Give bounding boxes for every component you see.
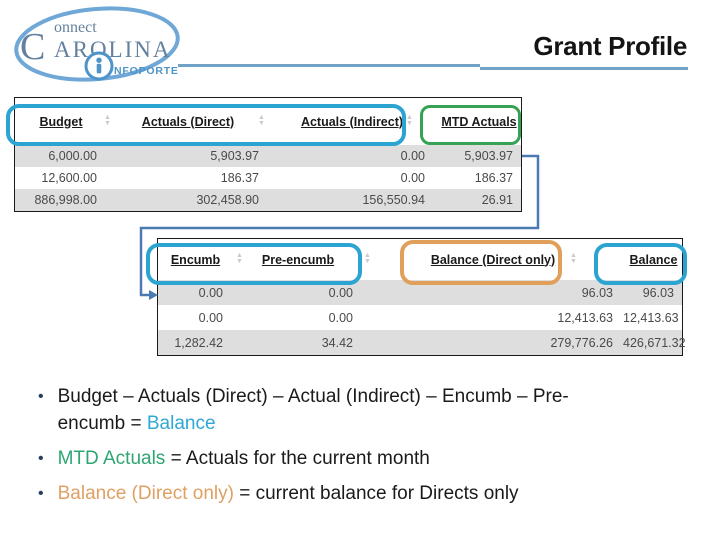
table-row: 0.00 0.00 96.03 96.03 — [158, 280, 682, 305]
infoporte-i-icon — [84, 51, 114, 81]
column-header-mtd-actuals[interactable]: MTD Actuals — [441, 114, 517, 129]
sort-icon[interactable]: ▲▼ — [104, 114, 111, 127]
header-rule-left — [178, 64, 480, 67]
cell: 12,413.63 — [623, 310, 679, 325]
cell: 12,600.00 — [41, 171, 97, 185]
cell: 886,998.00 — [34, 193, 97, 207]
column-header-actuals-direct[interactable]: Actuals (Direct) — [141, 114, 235, 129]
list-item: • Balance (Direct only) = current balanc… — [38, 480, 623, 507]
table-row: 886,998.00 302,458.90 156,550.94 26.91 — [15, 189, 521, 211]
cell: 0.00 — [400, 171, 425, 185]
sort-icon[interactable]: ▲▼ — [236, 252, 243, 265]
sort-icon[interactable]: ▲▼ — [570, 252, 577, 265]
cell: 0.00 — [198, 310, 223, 325]
bullet-segment: Budget – Actuals (Direct) – Actual (Indi… — [57, 386, 569, 434]
bullet-dot: • — [38, 388, 44, 405]
table-row: 6,000.00 5,903.97 0.00 5,903.97 — [15, 145, 521, 167]
cell: 279,776.26 — [550, 335, 613, 350]
cell: 0.00 — [328, 285, 353, 300]
header-rule-right — [480, 67, 688, 70]
bullet-list: • Budget – Actuals (Direct) – Actual (In… — [38, 383, 623, 515]
sort-icon[interactable]: ▲▼ — [406, 114, 413, 127]
column-header-budget[interactable]: Budget — [39, 114, 83, 129]
cell: 0.00 — [328, 310, 353, 325]
cell: 34.42 — [321, 335, 353, 350]
cell: 186.37 — [220, 171, 259, 185]
table-row: 0.00 0.00 12,413.63 12,413.63 — [158, 305, 682, 330]
bullet-segment-balance: Balance — [146, 413, 216, 434]
cell: 0.00 — [198, 285, 223, 300]
bullet-segment: = current balance for Directs only — [233, 483, 519, 504]
cell: 156,550.94 — [362, 193, 425, 207]
cell: 96.03 — [581, 285, 613, 300]
bullet-segment-mtd-actuals: MTD Actuals — [57, 448, 166, 469]
logo-letter-c: C — [20, 26, 45, 68]
bullet-segment-balance-direct-only: Balance (Direct only) — [57, 483, 234, 504]
page-title: Grant Profile — [533, 31, 687, 61]
logo-word-carolina: AROLINA — [54, 37, 172, 62]
cell: 426,671.32 — [623, 335, 686, 350]
bullet-dot: • — [38, 485, 44, 502]
column-header-balance[interactable]: Balance — [629, 252, 678, 267]
table-row: 12,600.00 186.37 0.00 186.37 — [15, 167, 521, 189]
sort-icon[interactable]: ▲▼ — [364, 252, 371, 265]
logo-word-infoporte: NFOPORTE — [114, 65, 179, 77]
cell: 1,282.42 — [174, 335, 223, 350]
cell: 5,903.97 — [210, 149, 259, 163]
column-header-pre-encumb[interactable]: Pre-encumb — [261, 252, 335, 267]
bullet-segment: = Actuals for the current month — [165, 448, 430, 469]
table-row: 1,282.42 34.42 279,776.26 426,671.32 — [158, 330, 686, 355]
sort-icon[interactable]: ▲▼ — [258, 114, 265, 127]
list-item: • Budget – Actuals (Direct) – Actual (In… — [38, 383, 623, 437]
table1-header-row: Budget Actuals (Direct) Actuals (Indirec… — [15, 98, 521, 145]
list-item: • MTD Actuals = Actuals for the current … — [38, 445, 623, 472]
cell: 6,000.00 — [48, 149, 97, 163]
cell: 302,458.90 — [196, 193, 259, 207]
column-header-actuals-indirect[interactable]: Actuals (Indirect) — [300, 114, 404, 129]
budget-actuals-table: Budget Actuals (Direct) Actuals (Indirec… — [14, 97, 522, 212]
cell: 96.03 — [642, 285, 674, 300]
column-header-encumb[interactable]: Encumb — [170, 252, 221, 267]
cell: 26.91 — [481, 193, 513, 207]
bullet-dot: • — [38, 450, 44, 467]
bullet-text-balance-direct: Balance (Direct only) = current balance … — [58, 480, 519, 507]
cell: 12,413.63 — [557, 310, 613, 325]
cell: 5,903.97 — [464, 149, 513, 163]
column-header-balance-direct-only[interactable]: Balance (Direct only) — [430, 252, 556, 267]
bullet-text-formula: Budget – Actuals (Direct) – Actual (Indi… — [58, 383, 623, 437]
connect-carolina-logo: C onnect AROLINA NFOPORTE — [4, 2, 194, 97]
cell: 186.37 — [474, 171, 513, 185]
bullet-text-mtd: MTD Actuals = Actuals for the current mo… — [58, 445, 430, 472]
logo-graphic: C onnect AROLINA NFOPORTE — [14, 6, 180, 82]
logo-word-connect: onnect — [54, 19, 97, 36]
cell: 0.00 — [400, 149, 425, 163]
